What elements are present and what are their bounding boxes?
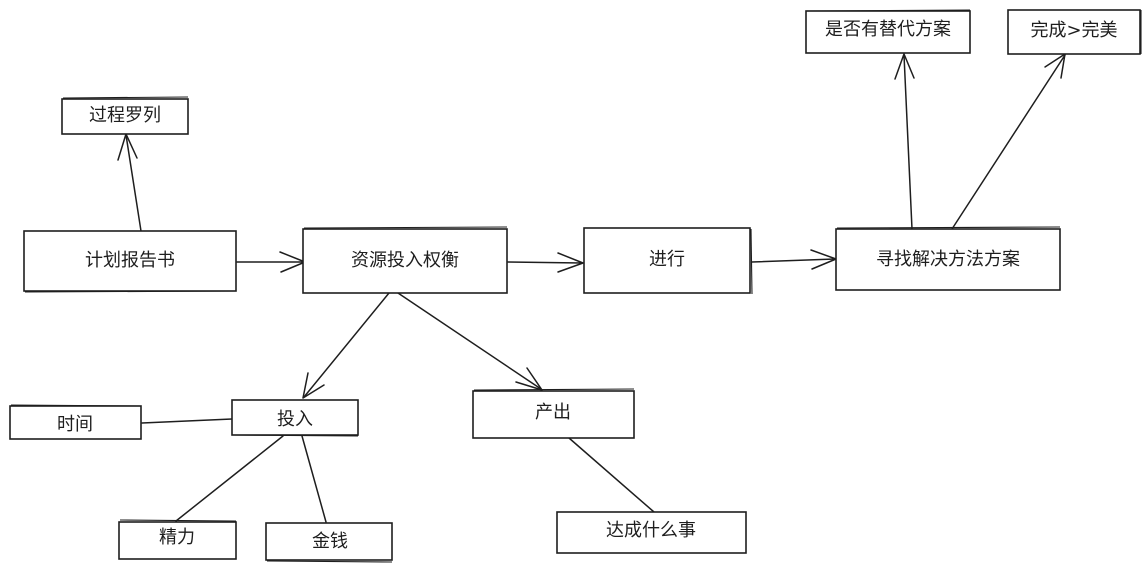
node-money: 金钱	[265, 522, 393, 563]
connector-solution-to-complete	[951, 53, 1066, 230]
node-achieve: 达成什么事	[556, 511, 747, 554]
node-energy: 精力	[118, 519, 237, 560]
connector-output-to-achieve	[568, 437, 655, 513]
connector-resource-to-output	[394, 290, 543, 391]
node-alternative: 是否有替代方案	[805, 9, 971, 54]
node-resource-tradeoff-label: 资源投入权衡	[351, 250, 459, 271]
connector-plan-to-process-list	[117, 133, 142, 232]
connector-resource-to-execute	[507, 252, 584, 273]
node-time-label: 时间	[57, 414, 93, 435]
node-complete-perfect: 完成>完美	[1007, 9, 1142, 55]
node-input: 投入	[231, 399, 359, 437]
node-achieve-label: 达成什么事	[606, 520, 696, 541]
nodes: 过程罗列 计划报告书 资源投入权衡 进行 寻找解决方法方案 是否有替代方案	[9, 9, 1142, 563]
node-output-label: 产出	[535, 402, 571, 423]
node-alternative-label: 是否有替代方案	[825, 19, 951, 40]
connector-solution-to-alternative	[894, 53, 915, 230]
connector-plan-to-resource	[236, 251, 306, 273]
connector-input-to-money	[301, 435, 327, 523]
node-plan-report: 计划报告书	[23, 230, 237, 293]
node-plan-report-label: 计划报告书	[85, 250, 175, 271]
connector-resource-to-input	[302, 292, 390, 399]
node-money-label: 金钱	[312, 531, 348, 552]
node-resource-tradeoff: 资源投入权衡	[302, 226, 508, 294]
connector-input-to-time	[141, 418, 233, 424]
node-process-list: 过程罗列	[61, 96, 189, 135]
node-input-label: 投入	[277, 409, 313, 430]
node-energy-label: 精力	[159, 527, 195, 548]
connectors	[117, 53, 1066, 523]
connector-input-to-energy	[175, 435, 284, 522]
node-output: 产出	[472, 388, 635, 439]
node-process-list-label: 过程罗列	[89, 105, 161, 126]
node-time: 时间	[9, 404, 142, 440]
node-find-solution-label: 寻找解决方法方案	[876, 249, 1020, 270]
node-execute: 进行	[583, 227, 753, 295]
connector-execute-to-solution	[751, 249, 837, 270]
node-find-solution: 寻找解决方法方案	[835, 226, 1061, 291]
node-execute-label: 进行	[649, 249, 685, 270]
node-complete-perfect-label: 完成>完美	[1030, 20, 1117, 41]
